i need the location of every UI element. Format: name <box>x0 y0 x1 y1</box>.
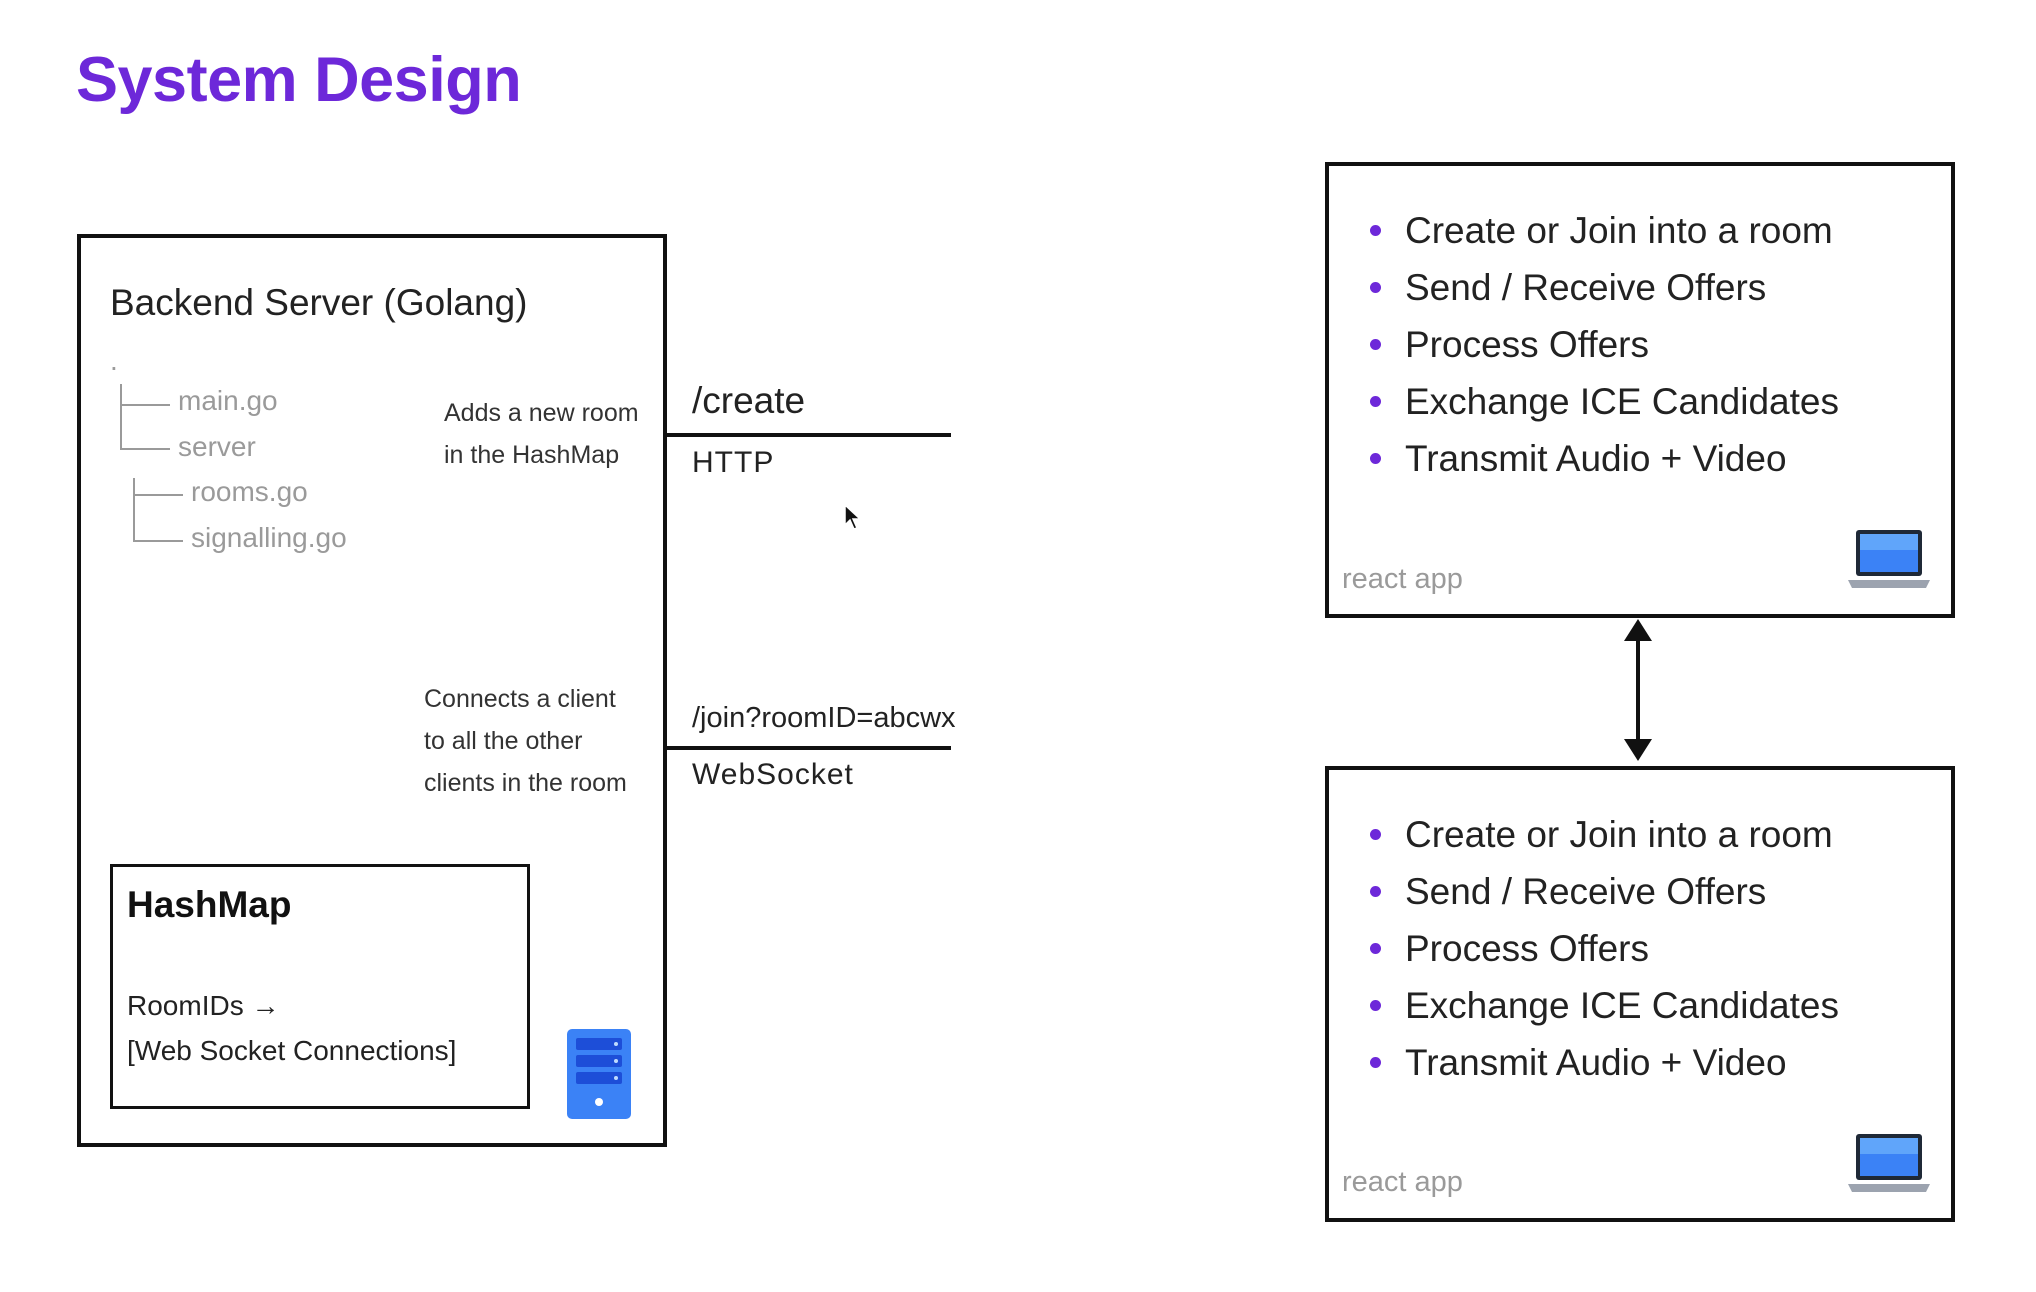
create-endpoint-protocol: HTTP <box>692 446 775 479</box>
tree-connector <box>133 478 135 542</box>
client-1-feature: Exchange ICE Candidates <box>1370 373 1839 430</box>
join-endpoint-protocol: WebSocket <box>692 758 854 791</box>
tree-connector <box>133 494 183 496</box>
double-arrow-icon <box>1624 619 1652 761</box>
create-note: Adds a new room in the HashMap <box>444 392 639 476</box>
client-2-feature-list: Create or Join into a room Send / Receiv… <box>1370 806 1839 1091</box>
hashmap-title: HashMap <box>127 884 292 925</box>
create-note-line: in the HashMap <box>444 441 620 469</box>
client-1-feature: Create or Join into a room <box>1370 202 1839 259</box>
tree-connector <box>120 448 170 450</box>
tree-connector <box>120 384 122 448</box>
tree-item-signalling-go: signalling.go <box>191 522 347 553</box>
client-2-feature: Exchange ICE Candidates <box>1370 977 1839 1034</box>
join-note: Connects a client to all the other clien… <box>424 678 627 804</box>
client-box-1 <box>1325 162 1955 618</box>
page-title: System Design <box>76 45 522 115</box>
client-1-label: react app <box>1342 563 1463 595</box>
bullet-icon <box>1370 829 1381 840</box>
bullet-icon <box>1370 339 1381 350</box>
cursor-icon <box>844 503 862 530</box>
bullet-icon <box>1370 396 1381 407</box>
client-1-feature: Send / Receive Offers <box>1370 259 1839 316</box>
tree-connector <box>133 540 183 542</box>
client-2-feature: Process Offers <box>1370 920 1839 977</box>
hashmap-key-line: RoomIDs → <box>127 990 280 1021</box>
client-box-2 <box>1325 766 1955 1222</box>
hashmap-value-line: [Web Socket Connections] <box>127 1035 457 1066</box>
client-1-feature-list: Create or Join into a room Send / Receiv… <box>1370 202 1839 487</box>
join-note-line: clients in the room <box>424 769 627 797</box>
hashmap-box <box>110 864 530 1109</box>
bullet-icon <box>1370 282 1381 293</box>
tree-connector <box>120 404 170 406</box>
server-icon <box>567 1029 631 1119</box>
join-endpoint-line <box>666 746 951 750</box>
client-2-feature: Create or Join into a room <box>1370 806 1839 863</box>
bullet-icon <box>1370 1000 1381 1011</box>
bullet-icon <box>1370 886 1381 897</box>
tree-item-server: server <box>178 431 256 462</box>
create-endpoint-line <box>666 433 951 437</box>
join-endpoint-path: /join?roomID=abcwx <box>692 702 956 734</box>
bullet-icon <box>1370 453 1381 464</box>
bullet-icon <box>1370 1057 1381 1068</box>
create-note-line: Adds a new room <box>444 399 639 427</box>
laptop-icon <box>1848 530 1930 588</box>
tree-item-main-go: main.go <box>178 385 278 416</box>
client-2-feature: Transmit Audio + Video <box>1370 1034 1839 1091</box>
tree-item-rooms-go: rooms.go <box>191 476 308 507</box>
client-2-feature: Send / Receive Offers <box>1370 863 1839 920</box>
join-note-line: Connects a client <box>424 685 616 713</box>
join-note-line: to all the other <box>424 727 583 755</box>
create-endpoint-path: /create <box>692 380 806 421</box>
laptop-icon <box>1848 1134 1930 1192</box>
bullet-icon <box>1370 943 1381 954</box>
bullet-icon <box>1370 225 1381 236</box>
tree-root: . <box>110 345 118 376</box>
backend-server-title: Backend Server (Golang) <box>110 282 528 323</box>
client-1-feature: Transmit Audio + Video <box>1370 430 1839 487</box>
client-2-label: react app <box>1342 1166 1463 1198</box>
client-1-feature: Process Offers <box>1370 316 1839 373</box>
